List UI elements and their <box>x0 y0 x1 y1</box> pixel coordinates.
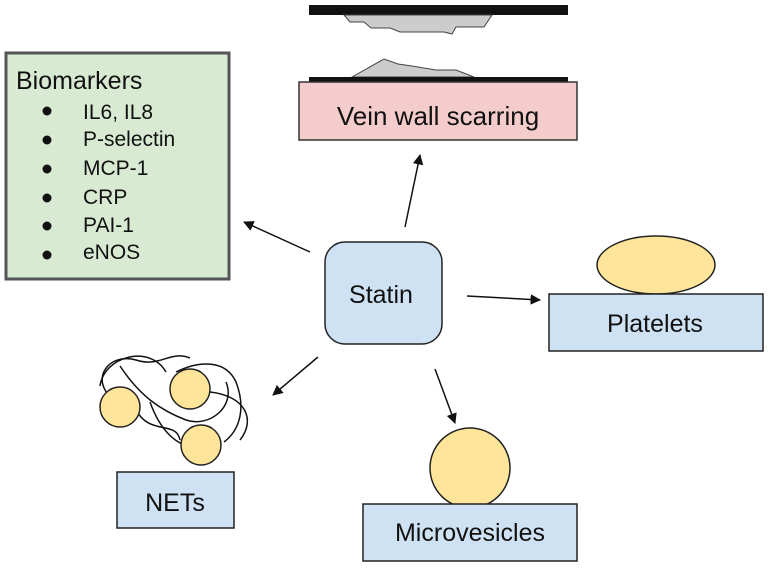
biomarkers-title: Biomarkers <box>16 67 142 95</box>
arrows <box>243 153 542 424</box>
vein-wall-icon <box>309 5 568 87</box>
biomarker-item: MCP-1 <box>83 157 148 180</box>
vein-wall-scarring-box: Vein wall scarring <box>298 81 578 141</box>
biomarker-item: eNOS <box>83 241 140 264</box>
arrow-to-nets <box>272 356 319 396</box>
platelet-icon <box>596 235 716 295</box>
arrow-to-vein-wall <box>404 153 424 228</box>
platelets-label: Platelets <box>607 310 703 338</box>
microvesicles-label: Microvesicles <box>395 519 545 547</box>
biomarker-item: IL6, IL8 <box>83 101 153 124</box>
biomarker-item: PAI-1 <box>83 214 134 237</box>
statin-label: Statin <box>349 281 413 309</box>
bullet-icon <box>42 164 52 174</box>
microvesicles-node: Microvesicles <box>362 427 578 562</box>
net-cell-icon <box>169 368 211 410</box>
bullet-icon <box>42 135 52 145</box>
net-cell-icon <box>99 386 141 428</box>
biomarker-item: P-selectin <box>83 128 175 151</box>
arrow-to-platelets <box>466 294 542 305</box>
bullet-icon <box>42 106 52 116</box>
bullet-icon <box>42 250 52 260</box>
bullet-icon <box>42 193 52 203</box>
biomarkers-panel: Biomarkers IL6, IL8 P-selectin MCP-1 CRP… <box>4 51 231 281</box>
microvesicle-icon <box>429 427 511 509</box>
vein-wall-scarring-label: Vein wall scarring <box>337 101 539 131</box>
biomarker-list: IL6, IL8 P-selectin MCP-1 CRP PAI-1 eNOS <box>42 101 175 264</box>
net-cell-icon <box>180 424 222 466</box>
biomarker-item: CRP <box>83 186 127 209</box>
nets-label: NETs <box>145 489 205 517</box>
platelets-node: Platelets <box>548 235 764 352</box>
nets-node: NETs <box>99 355 249 529</box>
bullet-icon <box>42 221 52 231</box>
net-icon <box>99 355 249 449</box>
arrow-to-biomarkers <box>243 221 311 253</box>
statin-node: Statin <box>324 241 443 345</box>
arrow-to-microvesicles <box>434 368 457 424</box>
